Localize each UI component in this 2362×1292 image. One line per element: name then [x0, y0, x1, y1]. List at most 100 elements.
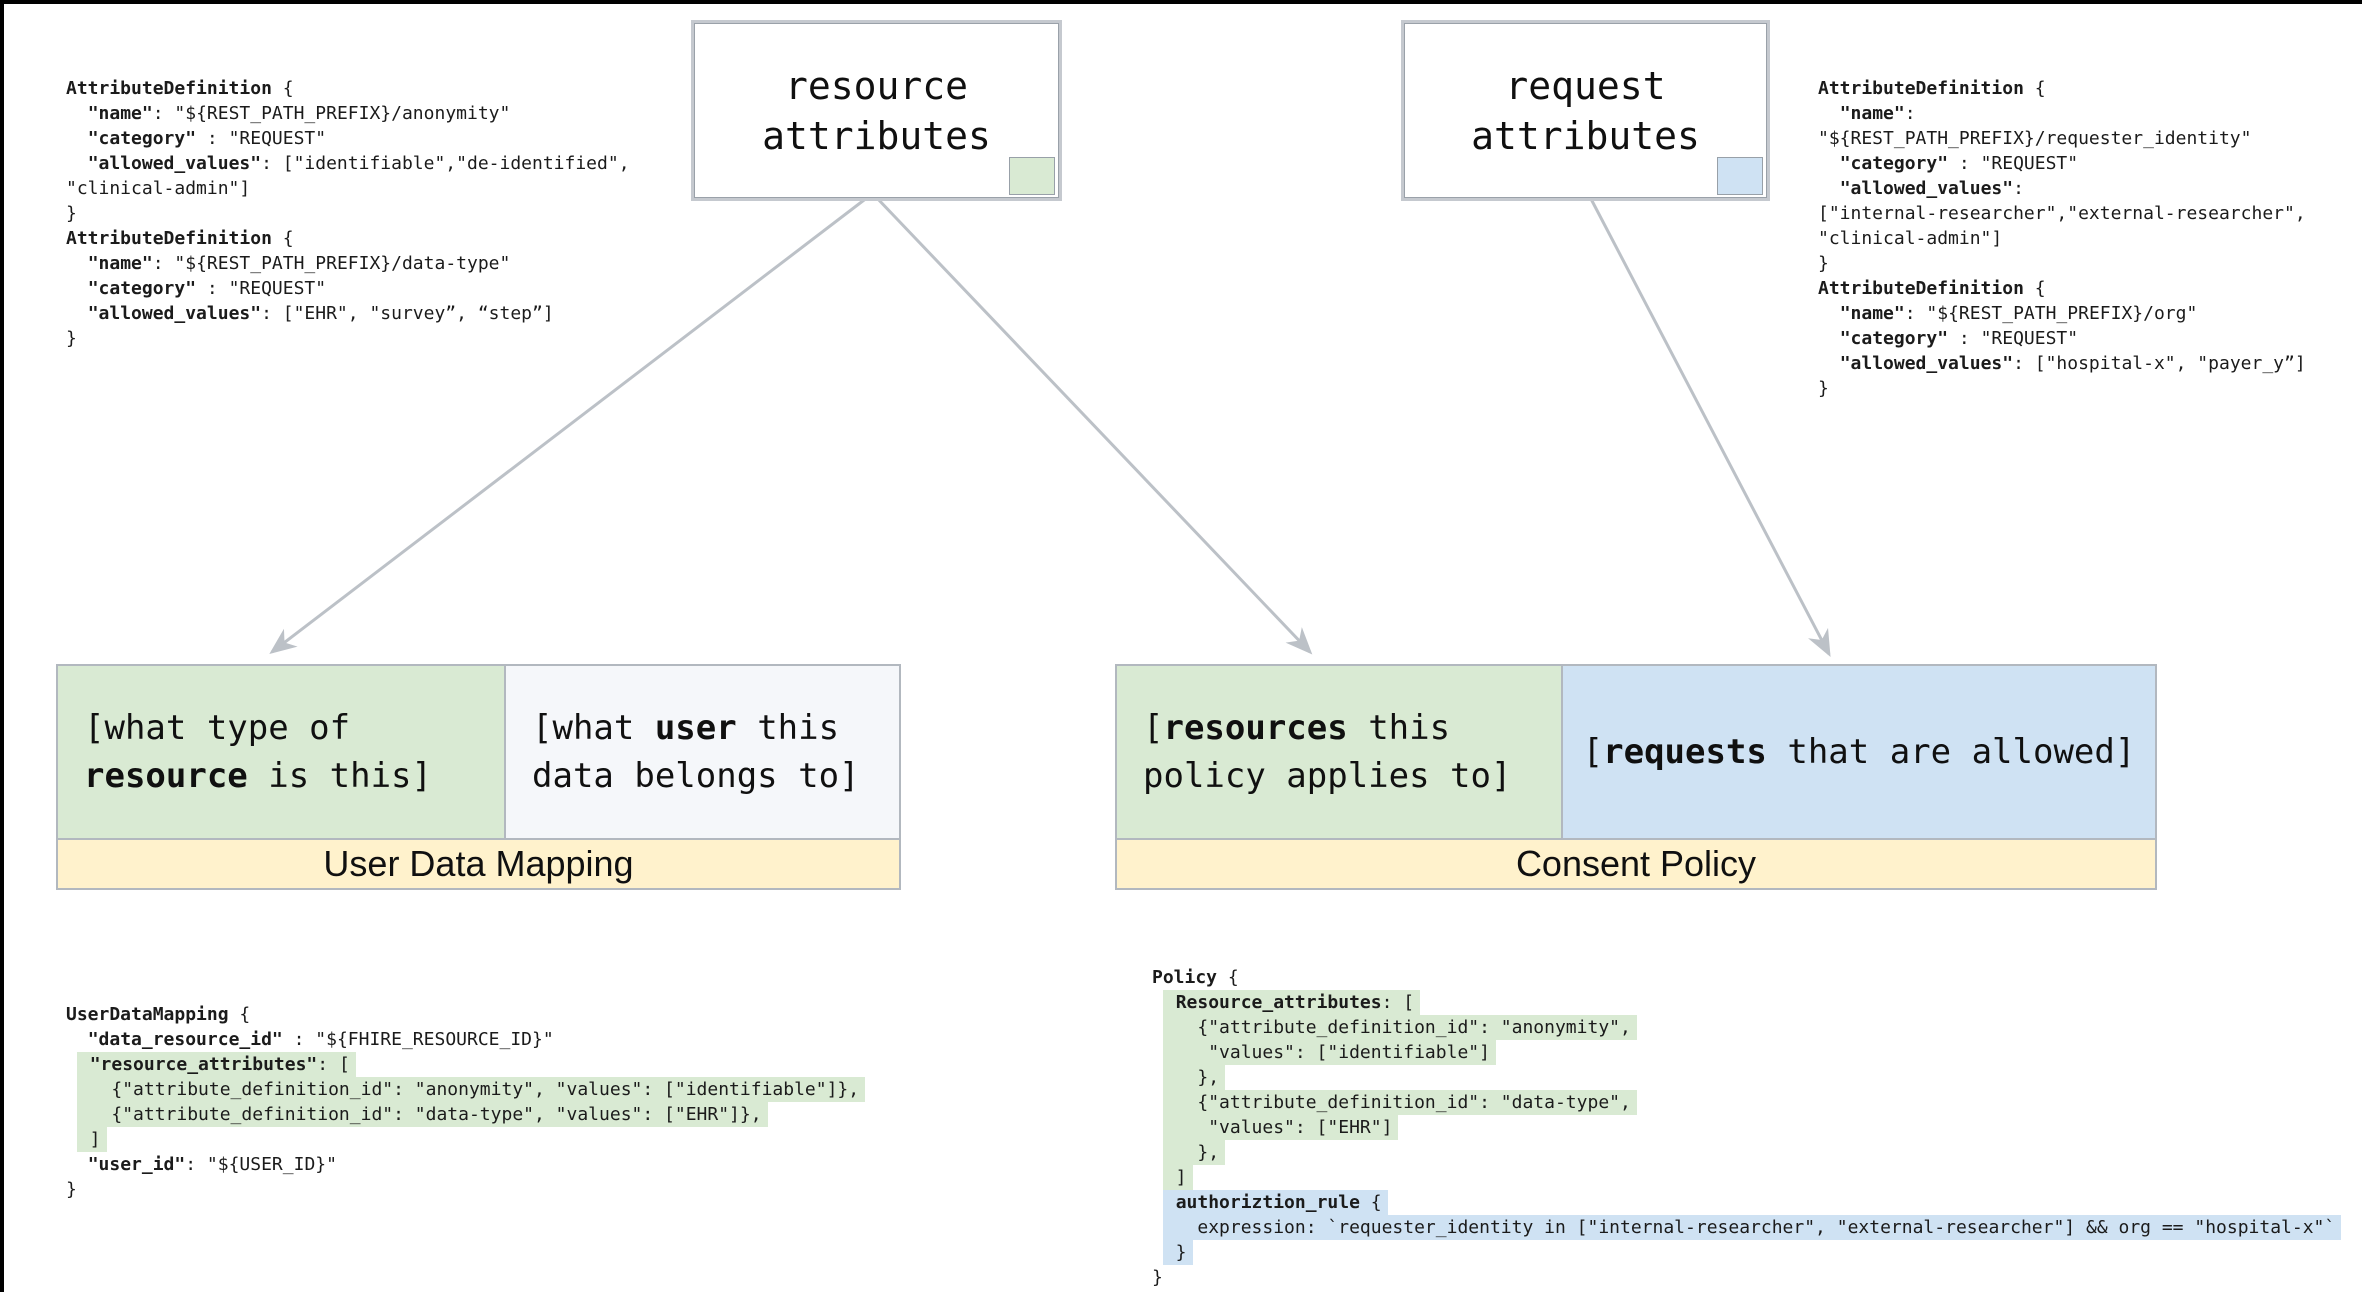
code-token: : "${REST_PATH_PREFIX}/anonymity" — [152, 103, 511, 124]
code-token-bold: user — [654, 708, 737, 748]
code-token: { — [271, 78, 294, 99]
code-token-bold: resources — [1163, 708, 1348, 748]
code-token: { — [2023, 278, 2046, 299]
highlight-green: {"attribute_definition_id": "data-type", — [1162, 1090, 1637, 1115]
code-line: {"attribute_definition_id": "anonymity",… — [66, 1077, 866, 1102]
code-token: : [ — [317, 1054, 350, 1075]
code-token: [ — [1143, 708, 1164, 748]
code-line: AttributeDefinition { — [1818, 276, 2306, 301]
code-token — [66, 1029, 88, 1050]
code-token: is this] — [247, 756, 432, 796]
code-token-bold: AttributeDefinition — [1818, 78, 2024, 99]
code-line: "name": "${REST_PATH_PREFIX}/data-type" — [66, 251, 630, 276]
code-token: expression: `requester_identity in ["int… — [1164, 1217, 2336, 1238]
code-token-bold: authoriztion_rule — [1175, 1192, 1360, 1213]
code-token: { — [228, 1004, 251, 1025]
code-token: { — [1359, 1192, 1382, 1213]
code-line: "clinical-admin"] — [66, 176, 630, 201]
code-token: }, — [1164, 1067, 1220, 1088]
code-token-bold: "name" — [87, 103, 153, 124]
code-attribute-definitions-left: AttributeDefinition { "name": "${REST_PA… — [66, 76, 630, 351]
code-line: "name": "${REST_PATH_PREFIX}/anonymity" — [66, 101, 630, 126]
code-token: that are allowed] — [1766, 732, 2136, 772]
code-token — [66, 278, 88, 299]
cell-text-line: [resources this — [1143, 704, 1561, 752]
code-token: } — [66, 1179, 77, 1200]
code-token-bold: "category" — [1839, 328, 1949, 349]
code-token — [66, 103, 88, 124]
code-line: } — [1818, 251, 2306, 276]
code-line: "category" : "REQUEST" — [1818, 151, 2306, 176]
code-line: "${REST_PATH_PREFIX}/requester_identity" — [1818, 126, 2306, 151]
code-line: AttributeDefinition { — [66, 76, 630, 101]
code-token: ] — [78, 1129, 101, 1150]
code-token: {"attribute_definition_id": "anonymity",… — [78, 1079, 860, 1100]
code-token: {"attribute_definition_id": "data-type", — [1164, 1092, 1631, 1113]
code-line: AttributeDefinition { — [66, 226, 630, 251]
cp-requests-cell: [requests that are allowed] — [1561, 666, 2155, 838]
code-token — [66, 253, 88, 274]
code-line: UserDataMapping { — [66, 1002, 865, 1027]
highlight-green: {"attribute_definition_id": "anonymity", — [1162, 1015, 1637, 1040]
code-token: [what — [532, 708, 655, 748]
highlight-green: {"attribute_definition_id": "data-type",… — [76, 1102, 768, 1127]
code-line: } — [1152, 1240, 2341, 1265]
code-token-bold: "allowed_values" — [87, 153, 262, 174]
code-token — [1818, 303, 1840, 324]
code-token — [1818, 153, 1840, 174]
code-line: "data_resource_id" : "${FHIRE_RESOURCE_I… — [66, 1027, 865, 1052]
code-token: this — [1347, 708, 1451, 748]
code-line: "category" : "REQUEST" — [66, 276, 630, 301]
code-token-bold: "name" — [87, 253, 153, 274]
highlight-blue: authoriztion_rule { — [1162, 1190, 1388, 1215]
cell-text-line: resource is this] — [84, 752, 504, 800]
code-token-bold: "resource_attributes" — [89, 1054, 318, 1075]
code-token: } — [1818, 253, 1829, 274]
code-token-bold: "category" — [1839, 153, 1949, 174]
code-token: { — [2023, 78, 2046, 99]
code-token: policy applies to] — [1143, 756, 1512, 796]
code-token: : "REQUEST" — [1948, 153, 2079, 174]
code-token-bold: "allowed_values" — [1839, 178, 2014, 199]
code-token: { — [1217, 967, 1239, 988]
code-line: "name": — [1818, 101, 2306, 126]
code-token — [1818, 353, 1840, 374]
code-token: : ["hospital-x", "payer_y”] — [2013, 353, 2306, 374]
page-top-border — [0, 0, 2362, 4]
highlight-green: "resource_attributes": [ — [76, 1052, 356, 1077]
code-token — [1165, 1192, 1176, 1213]
code-token: : "${REST_PATH_PREFIX}/org" — [1904, 303, 2198, 324]
code-line: ] — [1152, 1165, 2341, 1190]
code-token-bold: AttributeDefinition — [66, 78, 272, 99]
code-line: "allowed_values": ["EHR", "survey”, “ste… — [66, 301, 630, 326]
highlight-green: ] — [76, 1127, 107, 1152]
code-token: {"attribute_definition_id": "data-type",… — [78, 1104, 762, 1125]
code-line: "name": "${REST_PATH_PREFIX}/org" — [1818, 301, 2306, 326]
user-data-mapping-title: User Data Mapping — [58, 838, 899, 888]
code-line: "user_id": "${USER_ID}" — [66, 1152, 865, 1177]
code-token: : "REQUEST" — [196, 128, 327, 149]
code-line: }, — [1152, 1140, 2341, 1165]
code-token: : "${REST_PATH_PREFIX}/data-type" — [152, 253, 511, 274]
code-token: } — [1152, 1267, 1163, 1288]
code-token: : "${USER_ID}" — [185, 1154, 337, 1175]
code-token: : "${FHIRE_RESOURCE_ID}" — [282, 1029, 554, 1050]
request-attributes-box: request attributes — [1401, 20, 1770, 201]
cell-text-line: [requests that are allowed] — [1583, 728, 2136, 776]
highlight-blue: } — [1162, 1240, 1193, 1265]
code-token: "values": ["EHR"] — [1164, 1117, 1393, 1138]
code-line: expression: `requester_identity in ["int… — [1152, 1215, 2342, 1240]
code-token-bold: AttributeDefinition — [1818, 278, 2024, 299]
resource-attributes-label: resource attributes — [762, 63, 991, 158]
code-token-bold: "allowed_values" — [87, 303, 262, 324]
code-line: {"attribute_definition_id": "anonymity", — [1152, 1015, 2341, 1040]
code-token: "values": ["identifiable"] — [1164, 1042, 1490, 1063]
code-token-bold: "allowed_values" — [1839, 353, 2014, 374]
code-line: } — [66, 201, 630, 226]
code-token — [1818, 178, 1840, 199]
code-token — [1165, 992, 1176, 1013]
